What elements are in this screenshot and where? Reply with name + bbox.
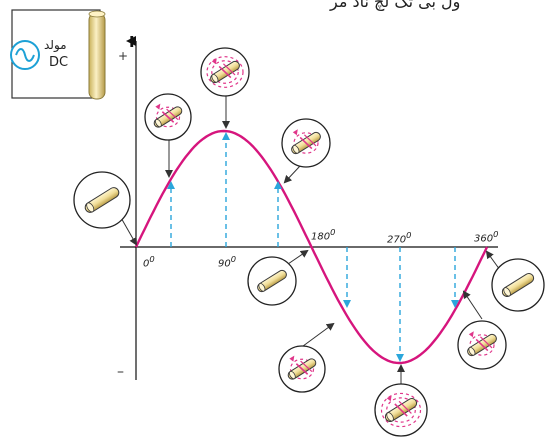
rod-icon bbox=[291, 131, 321, 155]
x-tick-90: 900 bbox=[218, 254, 237, 270]
rod-icon bbox=[384, 397, 418, 423]
rod-icon bbox=[467, 333, 497, 357]
field-ring bbox=[293, 132, 319, 154]
generator-dc-label: DC bbox=[49, 55, 69, 70]
field-arrow bbox=[386, 395, 392, 402]
pointer-0 bbox=[119, 215, 137, 246]
rod-icon bbox=[210, 60, 240, 84]
x-tick-360: 3600 bbox=[474, 229, 499, 245]
field-arrow bbox=[211, 58, 217, 65]
pointer-360 bbox=[485, 250, 501, 271]
generator-circuit bbox=[10, 9, 106, 100]
field-ring bbox=[469, 334, 495, 356]
field-ring bbox=[380, 392, 422, 428]
rod-bubble-210 bbox=[278, 345, 326, 393]
field-ring bbox=[289, 358, 315, 380]
minus-sign: – bbox=[117, 364, 124, 380]
rod-bubble-270 bbox=[374, 383, 428, 437]
rod-bubble-90 bbox=[200, 47, 250, 97]
rod-icon bbox=[287, 358, 317, 380]
rod-icon bbox=[153, 106, 183, 128]
rod-bubble-150 bbox=[281, 118, 331, 168]
rod-icon bbox=[84, 187, 120, 213]
x-tick-0: 00 bbox=[143, 254, 155, 270]
clipped-caption: ول بی تک لچ ناذ مر bbox=[330, 0, 461, 11]
sine-glyph bbox=[15, 48, 35, 62]
x-tick-270: 2700 bbox=[387, 230, 412, 246]
field-arrow bbox=[292, 129, 298, 136]
pointer-180 bbox=[287, 249, 309, 265]
rod-bubble-30 bbox=[144, 93, 192, 141]
circuit-rod-top bbox=[88, 10, 106, 18]
rod-bubble-0 bbox=[73, 171, 131, 229]
x-tick-180: 1800 bbox=[311, 227, 336, 243]
pointer-210 bbox=[298, 322, 335, 350]
field-arrow bbox=[155, 103, 161, 110]
rod-bubble-180 bbox=[247, 256, 297, 306]
rod-icon bbox=[501, 272, 535, 298]
field-ring bbox=[211, 60, 239, 84]
bubble-pointers bbox=[119, 96, 501, 386]
plus-sign: + bbox=[118, 49, 129, 63]
rod-bubbles bbox=[73, 47, 545, 437]
circuit-rod bbox=[88, 12, 106, 100]
field-arrow bbox=[468, 331, 474, 338]
field-ring bbox=[206, 56, 244, 88]
current-curve bbox=[134, 129, 489, 365]
field-ring bbox=[386, 397, 416, 423]
generator-label: مولد bbox=[44, 38, 67, 52]
rod-bubble-330 bbox=[457, 320, 507, 370]
field-ring bbox=[155, 106, 181, 128]
rod-icon bbox=[257, 269, 287, 293]
pointer-150 bbox=[283, 165, 301, 184]
current-arrows bbox=[167, 132, 459, 362]
field-arrow bbox=[289, 355, 295, 362]
pointer-330 bbox=[462, 290, 483, 320]
y-axis-label: I bbox=[129, 33, 135, 51]
rod-bubble-360 bbox=[491, 258, 545, 312]
